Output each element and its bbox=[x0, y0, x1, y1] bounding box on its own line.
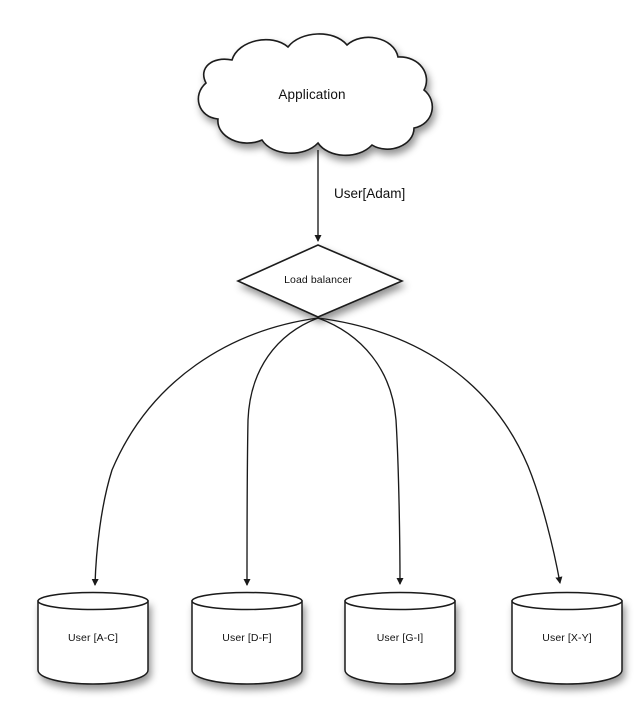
node-db-x-y[interactable] bbox=[511, 591, 623, 685]
node-db-d-f[interactable] bbox=[191, 591, 303, 685]
node-load-balancer[interactable] bbox=[236, 244, 405, 318]
edge-lb-to-db-d-f bbox=[243, 317, 319, 586]
node-db-g-i[interactable] bbox=[344, 591, 456, 685]
node-application[interactable] bbox=[197, 33, 434, 157]
edge-lb-to-db-a-c bbox=[91, 317, 319, 586]
edge-label-user-adam: User[Adam] bbox=[334, 186, 406, 201]
node-db-a-c[interactable] bbox=[37, 591, 149, 685]
edge-lb-to-db-x-y bbox=[317, 317, 563, 584]
edge-lb-to-db-g-i bbox=[317, 317, 404, 585]
